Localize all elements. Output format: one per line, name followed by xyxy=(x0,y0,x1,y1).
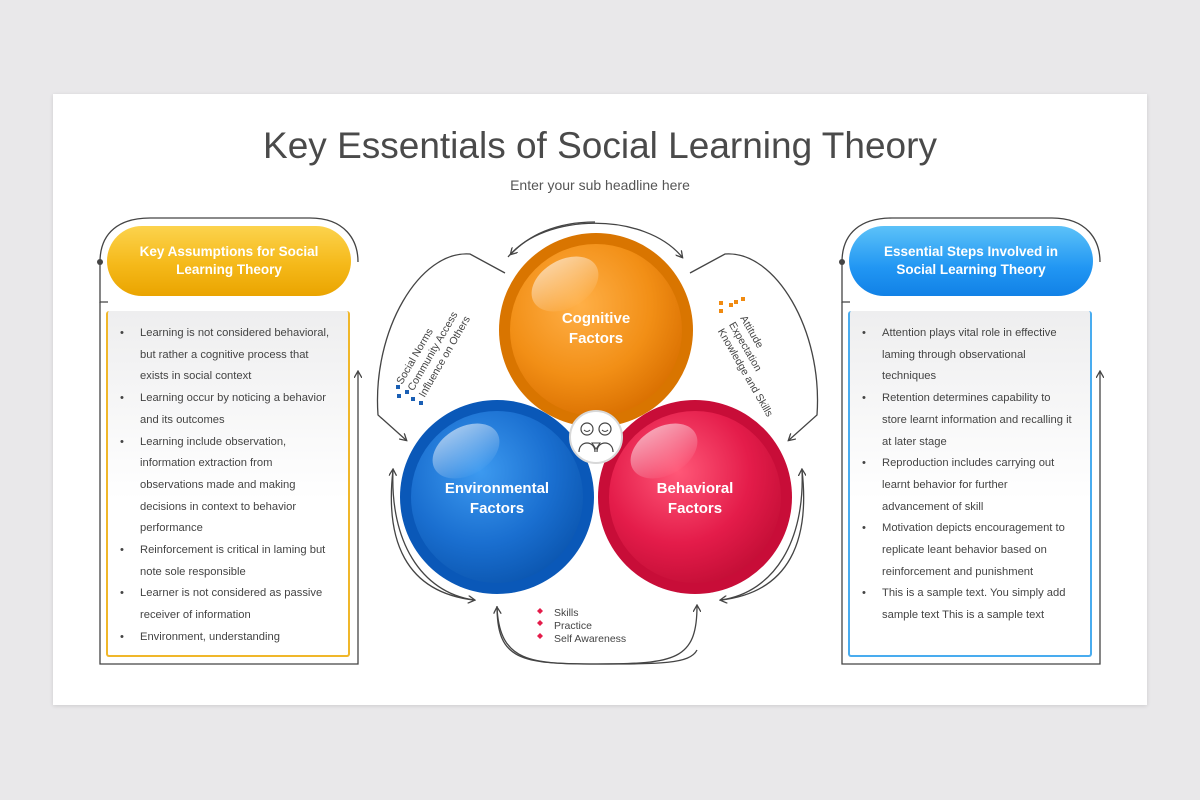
essential-steps-list: Attention plays vital role in effective … xyxy=(850,311,1090,627)
cycle-arrows xyxy=(376,221,819,665)
page-subtitle: Enter your sub headline here xyxy=(510,177,690,193)
cognitive-circle: Cognitive Factors xyxy=(499,233,693,427)
left-box-frame xyxy=(97,217,358,665)
list-item: Attention plays vital role in effective … xyxy=(862,323,1076,388)
behavioral-label-line2: Factors xyxy=(668,500,722,517)
bottom-labels: Skills Practice Self Awareness xyxy=(537,607,626,645)
cognitive-label-line2: Factors xyxy=(569,330,623,347)
list-item: Environment, understanding xyxy=(120,627,334,649)
list-item: Retention determines capability to store… xyxy=(862,388,1076,453)
list-item: This is a sample text. You simply add sa… xyxy=(862,583,1076,626)
essential-steps-panel: Attention plays vital role in effective … xyxy=(848,311,1092,657)
environmental-label-line1: Environmental xyxy=(445,480,549,497)
behavioral-circle: Behavioral Factors xyxy=(598,400,792,594)
environmental-circle: Environmental Factors xyxy=(400,400,594,594)
behavioral-label-line1: Behavioral xyxy=(657,480,734,497)
bottom-label: Practice xyxy=(554,620,592,632)
list-item: Learner is not considered as passive rec… xyxy=(120,583,334,626)
page-title: Key Essentials of Social Learning Theory xyxy=(263,125,937,166)
list-item: Learning occur by noticing a behavior an… xyxy=(120,388,334,431)
bottom-label: Self Awareness xyxy=(554,633,626,645)
dots-cluster-icon xyxy=(396,385,423,405)
essential-steps-heading: Essential Steps Involved in Social Learn… xyxy=(849,226,1093,296)
list-item: Learning is not considered behavioral, b… xyxy=(120,323,334,388)
bottom-label: Skills xyxy=(554,607,579,619)
right-box-frame xyxy=(839,217,1100,665)
list-item: Learning include observation, informatio… xyxy=(120,432,334,541)
key-assumptions-panel: Learning is not considered behavioral, b… xyxy=(106,311,350,657)
left-arc-labels: Social Norms Community Access Influence … xyxy=(394,310,473,400)
key-assumptions-list: Learning is not considered behavioral, b… xyxy=(108,311,348,649)
dots-cluster-icon xyxy=(719,297,745,313)
list-item: Motivation depicts encouragement to repl… xyxy=(862,518,1076,583)
diamond-dots-icon xyxy=(537,608,543,639)
list-item: Reinforcement is critical in laming but … xyxy=(120,540,334,583)
people-icon xyxy=(569,410,623,464)
list-item: Reproduction includes carrying out learn… xyxy=(862,453,1076,518)
cognitive-label-line1: Cognitive xyxy=(562,310,630,327)
key-assumptions-heading: Key Assumptions for Social Learning Theo… xyxy=(107,226,351,296)
environmental-label-line2: Factors xyxy=(470,500,524,517)
right-arc-labels: Attitude Expectation Knowledge and Skill… xyxy=(715,314,775,419)
